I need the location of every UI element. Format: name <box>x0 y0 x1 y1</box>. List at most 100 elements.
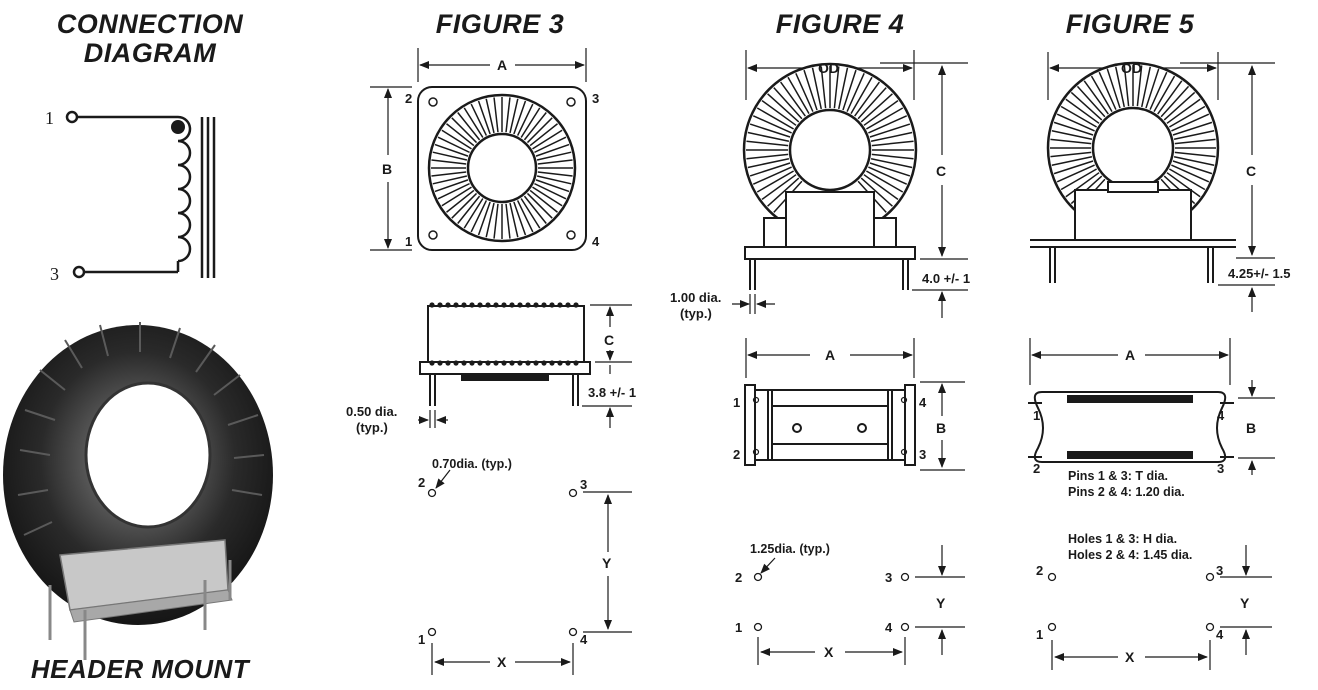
winding-turn <box>535 143 570 157</box>
winding-turn <box>1076 85 1106 118</box>
fig4-pin-dia-2: (typ.) <box>680 306 712 321</box>
winding-turn <box>1070 91 1103 121</box>
winding-turn <box>526 192 553 219</box>
fig5-hole-dims <box>1051 545 1272 670</box>
winding-turn <box>451 192 478 219</box>
winding-turn <box>534 136 567 154</box>
winding-turn <box>1051 155 1093 166</box>
winding-turn <box>837 67 849 110</box>
fig3-pin-4-top: 4 <box>592 234 600 249</box>
winding-turn <box>509 202 519 238</box>
winding-turn <box>857 87 887 120</box>
fig4-hole-3: 3 <box>885 570 892 585</box>
winding-turn <box>1157 80 1183 115</box>
winding-turn <box>1173 130 1215 141</box>
winding-turn <box>1051 130 1093 141</box>
connection-pin-1-label: 1 <box>45 108 54 128</box>
fig3-dim-x: X <box>497 654 507 670</box>
winding-turn <box>534 182 567 200</box>
winding-bump <box>525 360 531 366</box>
winding-turn <box>780 81 806 117</box>
winding-turn <box>437 136 470 154</box>
fig3-pin-dia-1: 0.50 dia. <box>346 404 397 419</box>
winding-turn <box>529 123 558 147</box>
fig5-front-dims <box>1047 52 1275 312</box>
winding-turn <box>523 112 547 141</box>
winding-turn <box>860 177 893 207</box>
winding-turn <box>485 98 495 134</box>
connection-schematic <box>65 110 216 279</box>
winding-turn <box>863 174 899 200</box>
winding-turn <box>833 66 840 109</box>
winding-turn <box>1145 68 1160 109</box>
winding-turn <box>868 166 908 185</box>
fig5-holes-note-1: Holes 1 & 3: H dia. <box>1068 532 1177 546</box>
fig3-dim-y: Y <box>602 555 612 571</box>
winding-bump <box>453 360 459 366</box>
winding-bump <box>461 360 467 366</box>
winding-bump <box>501 360 507 366</box>
fig3-pin-3-top: 3 <box>592 91 599 106</box>
header-mount-title: HEADER MOUNT <box>30 654 250 684</box>
figure-4-title: FIGURE 4 <box>775 9 905 39</box>
winding-turn <box>1171 164 1210 183</box>
winding-turn <box>1056 164 1095 183</box>
fig3-side-view <box>419 305 591 406</box>
winding-bump <box>533 360 539 366</box>
winding-bump <box>477 360 483 366</box>
fig5-bottom-dims <box>1029 338 1275 475</box>
winding-bump <box>509 360 515 366</box>
fig3-dim-lines <box>370 48 587 251</box>
winding-turn <box>431 171 467 177</box>
winding-turn <box>441 186 472 207</box>
fig4-dim-y: Y <box>936 595 946 611</box>
fig3-dim-c: C <box>604 332 614 348</box>
connection-title-line2: DIAGRAM <box>83 38 217 68</box>
winding-bump <box>565 302 571 308</box>
winding-turn <box>1115 66 1126 108</box>
fig5-dim-y: Y <box>1240 595 1250 611</box>
winding-turn <box>457 195 481 224</box>
winding-turn <box>537 171 573 177</box>
winding-turn <box>1050 151 1092 158</box>
winding-turn <box>446 123 475 147</box>
winding-bump <box>445 302 451 308</box>
winding-turn <box>1106 68 1121 109</box>
winding-turn <box>477 201 491 236</box>
fig5-dim-c: C <box>1246 163 1256 179</box>
fig5-bottom-view <box>1028 391 1234 463</box>
winding-turn <box>850 76 873 115</box>
winding-turn <box>1172 121 1213 136</box>
winding-turn <box>870 157 913 169</box>
connection-pin-3-label: 3 <box>50 264 59 284</box>
winding-turn <box>795 72 814 112</box>
winding-turn <box>451 117 478 144</box>
fig3-dim-b: B <box>382 161 392 177</box>
winding-turn <box>532 129 563 150</box>
winding-turn <box>860 93 893 123</box>
winding-turn <box>1153 75 1176 113</box>
fig5-holes-note-2: Holes 2 & 4: 1.45 dia. <box>1068 548 1192 562</box>
winding-turn <box>493 97 499 133</box>
winding-turn <box>787 76 810 115</box>
winding-turn <box>537 159 573 165</box>
fig4-dim-x: X <box>824 644 834 660</box>
winding-turn <box>463 107 484 138</box>
winding-turn <box>746 140 789 147</box>
winding-bump <box>517 302 523 308</box>
winding-turn <box>536 151 572 161</box>
winding-turn <box>535 179 570 193</box>
fig3-hole-layout <box>427 488 578 637</box>
winding-turn <box>1149 71 1168 110</box>
fig3-pin-2-top: 2 <box>405 91 412 106</box>
winding-bump <box>493 302 499 308</box>
winding-bump <box>429 360 435 366</box>
fig4-dim-b: B <box>936 420 946 436</box>
fig3-winding <box>431 97 573 239</box>
winding-bump <box>533 302 539 308</box>
winding-turn <box>441 129 472 150</box>
winding-turn <box>516 200 534 233</box>
winding-turn <box>1166 98 1201 124</box>
winding-bump <box>453 302 459 308</box>
